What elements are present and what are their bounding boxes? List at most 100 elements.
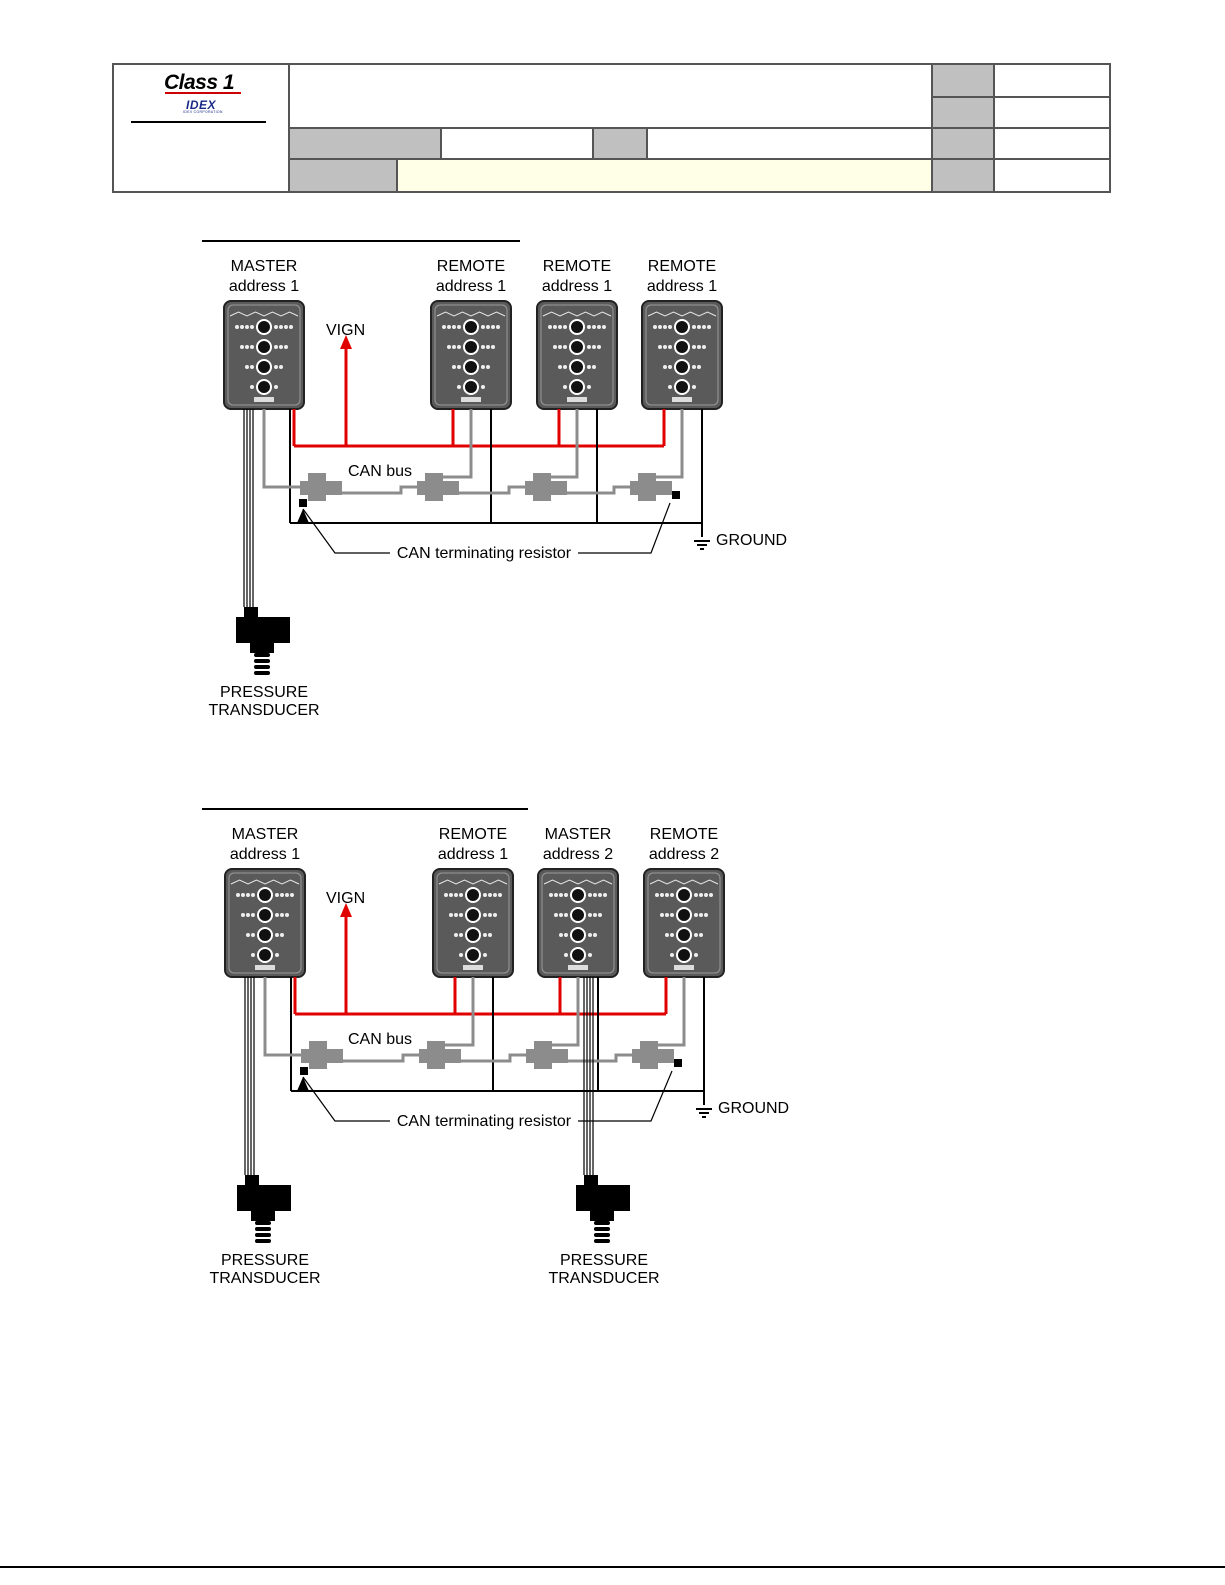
module-button	[676, 907, 692, 923]
control-module-bezel	[228, 872, 302, 974]
arrow-head	[297, 509, 309, 523]
module-led	[240, 325, 244, 329]
module-brand-plate	[674, 965, 694, 970]
module-led	[665, 933, 669, 937]
module-button	[569, 359, 585, 375]
transducer-label: PRESSURE	[221, 1252, 309, 1269]
module-led	[692, 365, 696, 369]
can-connector-tab	[419, 1049, 429, 1063]
can-connector-tab	[300, 481, 310, 495]
module-led	[279, 345, 283, 349]
can-bus-wire	[459, 485, 525, 495]
module-led	[251, 913, 255, 917]
module-led	[668, 385, 672, 389]
module-led	[668, 325, 672, 329]
control-module-bezel	[434, 304, 508, 406]
module-led	[660, 913, 664, 917]
module-role-label: REMOTE	[437, 258, 505, 275]
can-connector	[308, 473, 326, 501]
pressure-transducer-cap	[584, 1175, 598, 1187]
page-footer-rule	[0, 1566, 1225, 1568]
module-led	[694, 893, 698, 897]
module-led	[240, 345, 244, 349]
logo-parent: IDEX	[186, 98, 217, 112]
module-led	[707, 325, 711, 329]
module-led	[279, 325, 283, 329]
control-module-bezel	[540, 304, 614, 406]
module-led	[483, 913, 487, 917]
module-led	[694, 913, 698, 917]
module-led	[593, 913, 597, 917]
module-led	[245, 365, 249, 369]
module-led	[592, 325, 596, 329]
module-led	[548, 325, 552, 329]
module-led	[442, 325, 446, 329]
module-led	[587, 365, 591, 369]
pressure-transducer-neck	[590, 1211, 614, 1221]
module-button	[463, 379, 479, 395]
module-brand-plate	[568, 965, 588, 970]
module-button	[569, 379, 585, 395]
module-led	[660, 893, 664, 897]
module-led	[603, 893, 607, 897]
module-button	[674, 359, 690, 375]
module-led	[702, 345, 706, 349]
module-led	[251, 953, 255, 957]
module-led	[665, 893, 669, 897]
module-led	[563, 385, 567, 389]
module-led	[663, 325, 667, 329]
module-led	[275, 933, 279, 937]
module-button	[465, 887, 481, 903]
module-button	[570, 927, 586, 943]
module-led	[246, 893, 250, 897]
module-led	[704, 893, 708, 897]
figure-2-caption-rule	[202, 808, 528, 810]
module-led	[250, 325, 254, 329]
transducer-label: TRANSDUCER	[548, 1270, 659, 1287]
pressure-transducer-thread	[594, 1233, 610, 1237]
can-connector-tab	[443, 1049, 461, 1063]
header-label-cell	[288, 158, 398, 193]
module-button	[257, 907, 273, 923]
control-module-wave	[542, 311, 612, 317]
document-header	[112, 63, 1111, 193]
module-led	[483, 893, 487, 897]
module-brand-plate	[461, 397, 481, 402]
pressure-transducer-cap	[244, 607, 258, 619]
logo-brand: Class 1	[164, 71, 235, 94]
pressure-transducer-thread	[254, 665, 270, 669]
module-button	[570, 907, 586, 923]
can-drop-wire	[656, 409, 684, 479]
figure-1-caption-rule	[202, 240, 520, 242]
module-led	[709, 893, 713, 897]
module-led	[668, 365, 672, 369]
control-module-bezel	[227, 304, 301, 406]
module-brand-plate	[672, 397, 692, 402]
module-led	[587, 345, 591, 349]
logo-underline	[165, 92, 241, 94]
can-bus-wire	[343, 1053, 419, 1063]
can-connector-tab	[526, 1049, 536, 1063]
can-drop-wire	[445, 977, 475, 1047]
pressure-transducer-thread	[255, 1233, 271, 1237]
module-button	[465, 927, 481, 943]
module-role-label: MASTER	[232, 826, 299, 843]
vign-label: VIGN	[326, 890, 365, 907]
module-led	[491, 325, 495, 329]
module-button	[463, 339, 479, 355]
module-led	[488, 893, 492, 897]
module-led	[481, 325, 485, 329]
terminating-resistor	[299, 499, 307, 507]
module-led	[274, 365, 278, 369]
module-button	[256, 359, 272, 375]
module-led	[496, 325, 500, 329]
module-led	[558, 325, 562, 329]
pressure-transducer-body	[576, 1185, 630, 1211]
module-led	[564, 913, 568, 917]
can-connector-tab	[656, 1049, 674, 1063]
module-button	[569, 339, 585, 355]
module-led	[457, 385, 461, 389]
module-led	[564, 893, 568, 897]
can-bus-wire	[461, 1053, 526, 1063]
